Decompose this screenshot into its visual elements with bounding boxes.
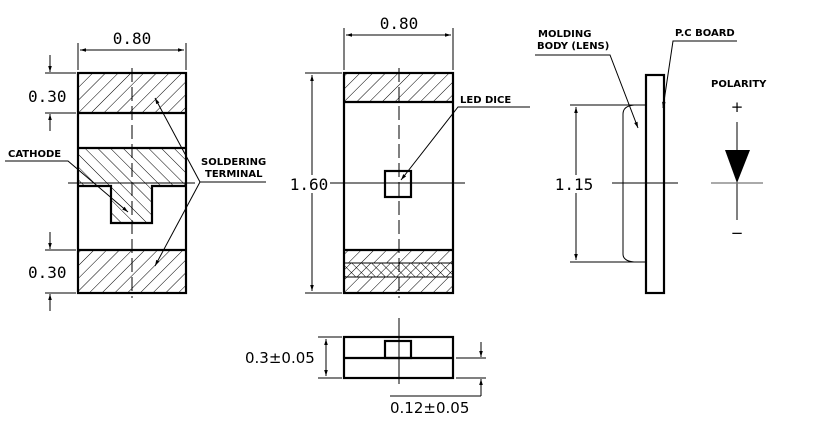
length-dim-text: 1.60 [290,175,329,194]
cathode-label: CATHODE [8,149,61,160]
polarity-symbol: POLARITY + − [711,79,767,242]
bottom-pad-view: 0.80 0.30 0.30 CATHODE SOLDERING TERMINA… [5,29,266,311]
width-dim-text: 0.80 [113,29,152,48]
polarity-title: POLARITY [711,79,767,90]
molding-label-line2: BODY (LENS) [537,41,609,52]
front-width-dim-text: 0.80 [380,14,419,33]
bottom-pad-dim-text: 0.30 [28,263,67,282]
side-view: 1.15 MOLDING BODY (LENS) P.C BOARD [535,28,737,295]
minus-sign: − [731,224,744,242]
diode-icon [725,150,750,183]
led-die [383,169,413,199]
side-view-thickness: 0.3±0.05 0.12±0.05 [245,318,486,417]
led-dice-label: LED DICE [460,95,511,106]
molding-label-line1: MOLDING [538,29,591,40]
soldering-label-line2: TERMINAL [205,169,263,180]
top-pad-dim-text: 0.30 [28,87,67,106]
height-dim-text: 0.3±0.05 [245,349,315,367]
lens-dim-text: 1.15 [555,175,594,194]
top-view: 0.80 1.60 LED DICE [290,14,530,298]
pc-board [644,73,666,295]
pcb-label: P.C BOARD [675,28,735,39]
soldering-label-line1: SOLDERING [201,157,266,168]
plus-sign: + [731,98,744,116]
pcb-thickness-dim-text: 0.12±0.05 [390,399,469,417]
